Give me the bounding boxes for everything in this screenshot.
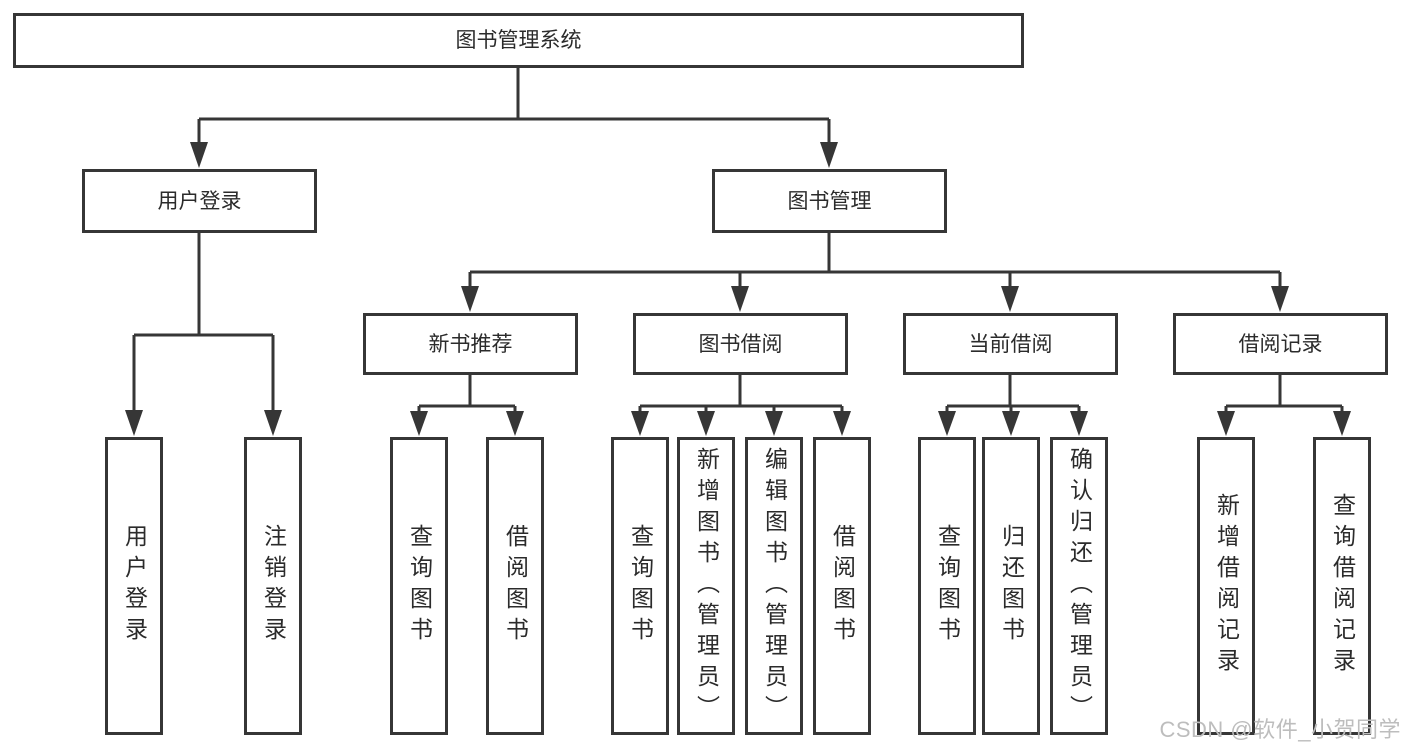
node-root-library-system: 图书管理系统 [13, 13, 1024, 68]
node-leaf-query-books-recommend: 查询图书 [390, 437, 448, 735]
node-leaf-user-login: 用户登录 [105, 437, 163, 735]
node-current-borrowing: 当前借阅 [903, 313, 1118, 375]
node-new-book-recommend: 新书推荐 [363, 313, 578, 375]
node-leaf-query-books-current: 查询图书 [918, 437, 976, 735]
node-book-borrowing: 图书借阅 [633, 313, 848, 375]
node-leaf-logout: 注销登录 [244, 437, 302, 735]
node-leaf-confirm-return-admin: 确认归还（管理员） [1050, 437, 1108, 735]
node-leaf-borrow-books: 借阅图书 [813, 437, 871, 735]
node-leaf-query-books-borrowing: 查询图书 [611, 437, 669, 735]
watermark: CSDN @软件_小贺同学 [1159, 717, 1401, 742]
node-borrowing-records: 借阅记录 [1173, 313, 1388, 375]
node-leaf-borrow-books-recommend: 借阅图书 [486, 437, 544, 735]
node-book-management: 图书管理 [712, 169, 947, 233]
node-leaf-add-books-admin: 新增图书（管理员） [677, 437, 735, 735]
node-leaf-query-borrow-record: 查询借阅记录 [1313, 437, 1371, 735]
node-leaf-edit-books-admin: 编辑图书（管理员） [745, 437, 803, 735]
node-leaf-return-books: 归还图书 [982, 437, 1040, 735]
node-leaf-add-borrow-record: 新增借阅记录 [1197, 437, 1255, 735]
node-user-login: 用户登录 [82, 169, 317, 233]
